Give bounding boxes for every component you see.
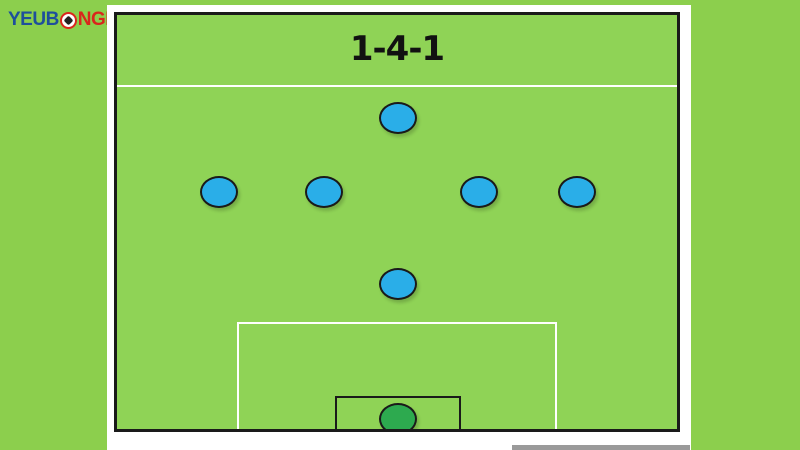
title-divider-line	[117, 85, 677, 87]
player-goalkeeper	[379, 403, 417, 429]
player-forward	[379, 102, 417, 134]
player-midfielder-4	[558, 176, 596, 208]
football-icon	[59, 11, 77, 29]
formation-title: 1-4-1	[349, 29, 445, 69]
player-defender	[379, 268, 417, 300]
player-midfielder-3	[460, 176, 498, 208]
logo-text-left: YEUB	[8, 9, 59, 30]
player-midfielder-1	[200, 176, 238, 208]
football-pitch: 1-4-1	[114, 12, 680, 432]
penalty-box	[237, 322, 557, 429]
goal-area	[335, 396, 461, 429]
player-midfielder-2	[305, 176, 343, 208]
scroll-bar[interactable]	[512, 445, 690, 450]
